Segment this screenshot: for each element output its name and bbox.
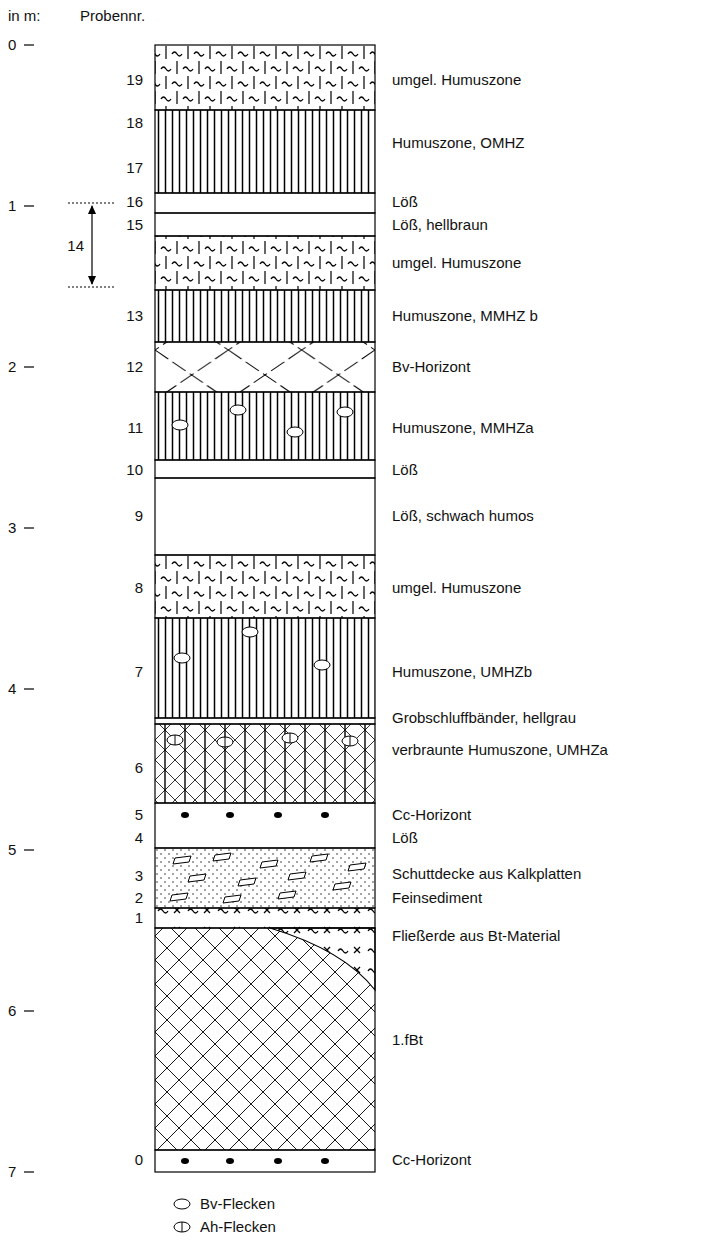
profile-label: 4 xyxy=(135,829,143,846)
profile-label: 5 xyxy=(8,841,16,858)
profile-label: Grobschluffbänder, hellgrau xyxy=(392,709,576,726)
profile-label: Löß, schwach humos xyxy=(392,507,534,524)
legend-text: Ah-Flecken xyxy=(200,1218,276,1235)
profile-label: in m: xyxy=(8,7,41,24)
layer-hatch xyxy=(155,392,375,460)
profile-label: Löß xyxy=(392,461,418,478)
profile-label: Humuszone, MMHZ b xyxy=(392,307,538,324)
profile-label: Humuszone, UMHZb xyxy=(392,663,532,680)
legend-symbols xyxy=(174,1199,190,1232)
profile-label: 7 xyxy=(8,1163,16,1180)
profile-label: 9 xyxy=(135,507,143,524)
profile-label: Humuszone, OMHZ xyxy=(392,134,525,151)
layer-hatch xyxy=(155,848,375,908)
profile-label: 0 xyxy=(8,36,16,53)
profile-label: 7 xyxy=(135,663,143,680)
profile-label: Probennr. xyxy=(80,7,145,24)
profile-label: Löß xyxy=(392,829,418,846)
profile-label: Humuszone, MMHZa xyxy=(392,419,534,436)
layer-hatch xyxy=(155,555,375,618)
layer-hatch xyxy=(155,342,375,392)
profile-label: Cc-Horizont xyxy=(392,1151,471,1168)
profile-label: Feinsediment xyxy=(392,889,482,906)
layer-hatch xyxy=(155,928,375,1150)
profile-label: 14 xyxy=(67,237,84,254)
profile-label: 0 xyxy=(135,1151,143,1168)
profile-label: 12 xyxy=(126,358,143,375)
profile-label: 3 xyxy=(135,867,143,884)
layer-hatch xyxy=(155,724,375,803)
profile-label: 2 xyxy=(135,889,143,906)
layer-hatch xyxy=(155,618,375,718)
layer-hatch xyxy=(155,110,375,193)
profile-label: 6 xyxy=(8,1002,16,1019)
profile-label: 11 xyxy=(127,419,143,436)
layer-hatch xyxy=(155,45,375,110)
profile-label: 1 xyxy=(135,909,143,926)
profile-label: 1.fBt xyxy=(392,1031,423,1048)
sample-bracket xyxy=(68,203,114,287)
profile-label: 19 xyxy=(126,71,143,88)
profile-label: 2 xyxy=(8,358,16,375)
profile-label: umgel. Humuszone xyxy=(392,579,521,596)
profile-label: Löß, hellbraun xyxy=(392,216,488,233)
depth-ticks xyxy=(24,45,34,1172)
legend-text: Bv-Flecken xyxy=(200,1195,275,1212)
profile-label: 8 xyxy=(135,579,143,596)
layer-hatch xyxy=(155,290,375,342)
profile-label: 3 xyxy=(8,519,16,536)
profile-label: verbraunte Humuszone, UMHZa xyxy=(392,741,608,758)
profile-label: 13 xyxy=(126,307,143,324)
profile-label: Bv-Horizont xyxy=(392,358,470,375)
profile-label: 16 xyxy=(126,193,143,210)
profile-label: Fließerde aus Bt-Material xyxy=(392,927,560,944)
profile-label: 18 xyxy=(126,114,143,131)
profile-label: 5 xyxy=(135,806,143,823)
profile-label: 10 xyxy=(126,461,143,478)
profile-label: umgel. Humuszone xyxy=(392,254,521,271)
profile-label: 15 xyxy=(126,216,143,233)
layer-hatch xyxy=(155,236,375,290)
profile-label: 17 xyxy=(126,159,143,176)
profile-label: 1 xyxy=(8,197,16,214)
profile-column xyxy=(155,45,375,1172)
profile-label: Cc-Horizont xyxy=(392,806,471,823)
layer-hatch xyxy=(155,908,375,928)
profile-label: 6 xyxy=(135,759,143,776)
profile-label: umgel. Humuszone xyxy=(392,71,521,88)
profile-label: Löß xyxy=(392,193,418,210)
profile-label: 4 xyxy=(8,680,16,697)
profile-label: Schuttdecke aus Kalkplatten xyxy=(392,865,581,882)
